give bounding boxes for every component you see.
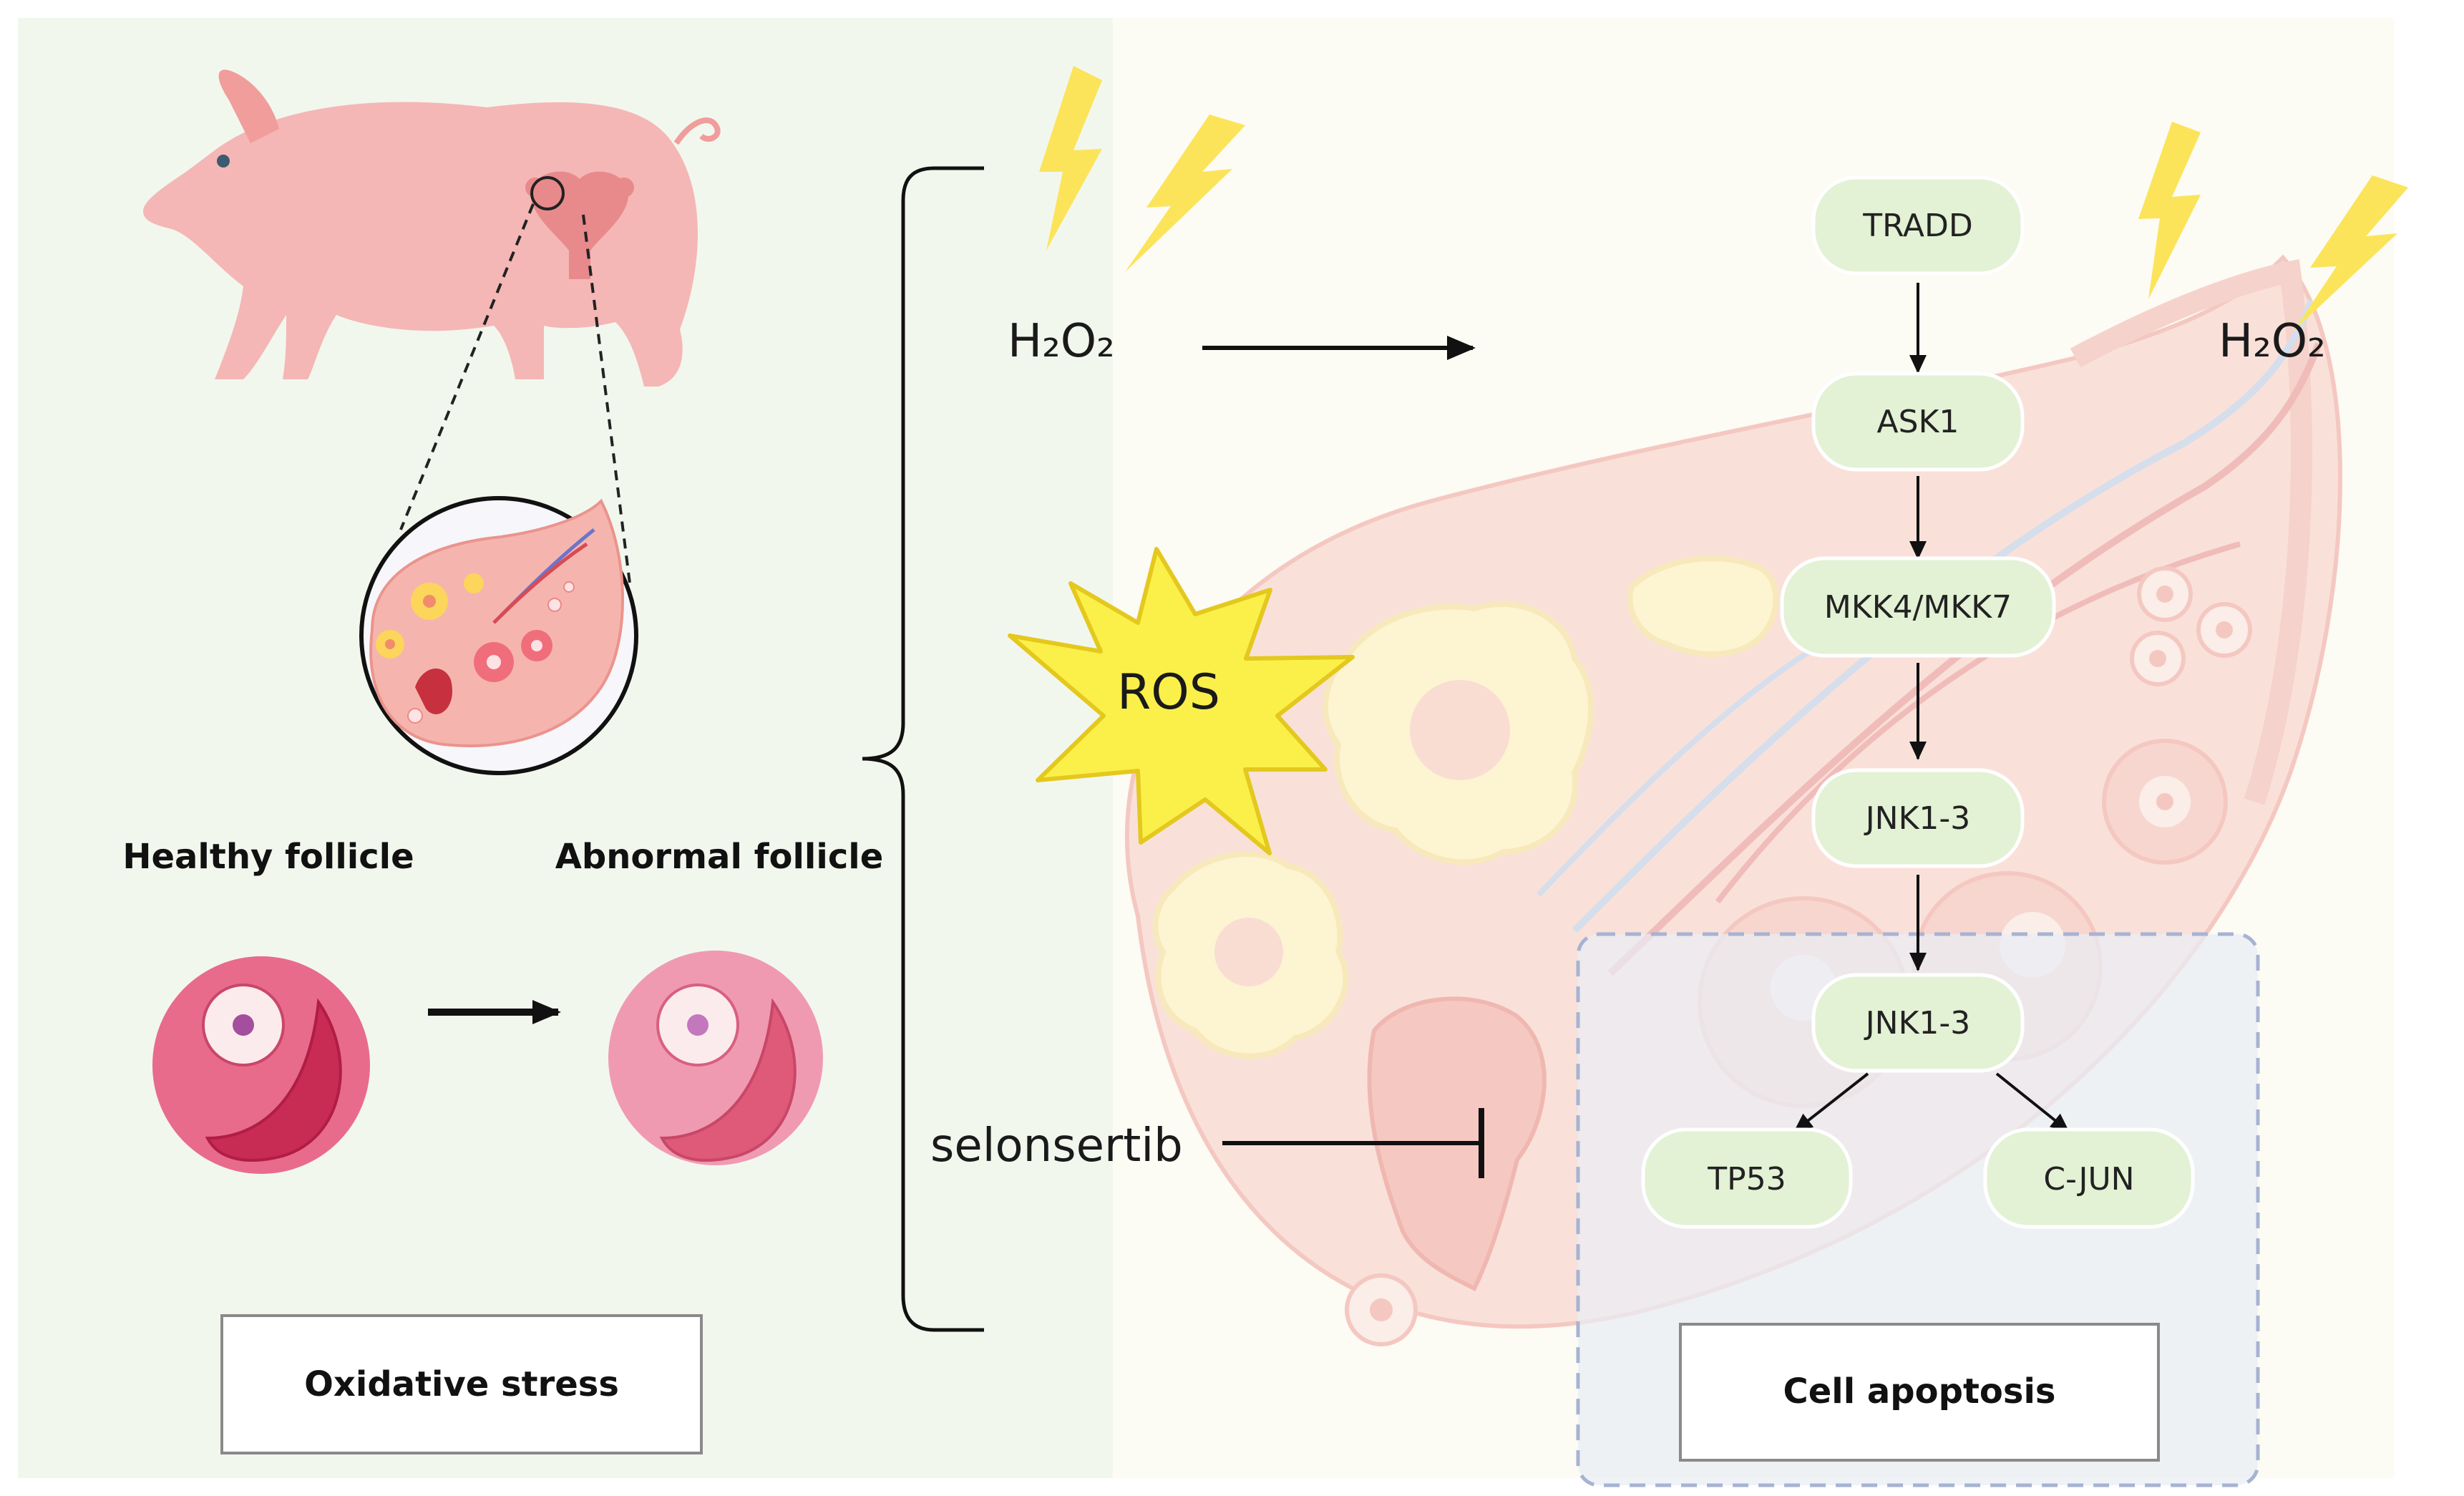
ros-burst: ROS [1008,547,1355,855]
lightning-icon-3 [2138,122,2201,299]
follicle-small-3 [2130,631,2186,686]
node-jnk-lower: JNK1-3 [1811,973,2025,1073]
zoom-dashed-line-1 [399,203,535,530]
curly-brace [862,166,984,1332]
svg-text:JNK1-3: JNK1-3 [1864,1005,1971,1041]
abnormal-follicle-icon [608,951,823,1165]
arrow-jnk-tp53 [1793,1072,1869,1132]
node-tp53: TP53 [1641,1127,1853,1229]
blood-vessel-blue [1572,299,2315,933]
svg-text:C-JUN: C-JUN [2043,1161,2134,1198]
lightning-icon-2 [1125,115,1245,272]
cell-apoptosis-label: Cell apoptosis [1783,1371,2056,1412]
follicle-bottom [1345,1273,1418,1346]
corpus-luteum-1-core [1410,680,1510,780]
node-mkk4-mkk7: MKK4/MKK7 [1780,556,2056,658]
ovary-zoom-circle [359,496,638,775]
node-tradd: TRADD [1811,175,2025,276]
pig-illustration [143,69,721,387]
h2o2-left-label: H₂O₂ [1008,315,1115,368]
arrow-jnk-cjun [1995,1072,2070,1132]
oxidative-stress-label: Oxidative stress [304,1364,619,1404]
lightning-icon-4 [2294,175,2408,331]
node-jnk-upper: JNK1-3 [1811,768,2025,868]
uterus-icon [525,171,634,279]
selonsertib-label: selonsertib [930,1119,1183,1172]
ros-label: ROS [1117,664,1220,721]
svg-text:ASK1: ASK1 [1877,404,1959,440]
pig-eye [217,155,230,167]
lightning-icon-1 [1039,66,1102,251]
corpus-luteum-3 [1627,555,1779,657]
pig-ear [218,69,279,143]
healthy-follicle-icon [152,956,370,1174]
pig-tail [673,117,721,145]
follicle-small-1 [2137,566,2193,622]
corpus-luteum-2-core [1214,918,1283,986]
ovary-magnify-spot [530,176,565,210]
cell-apoptosis-box [1679,1323,2160,1462]
node-cjun: C-JUN [1983,1127,2195,1229]
follicle-small-2 [2196,602,2252,658]
svg-text:TP53: TP53 [1707,1161,1786,1198]
follicle-medium [2102,739,2228,865]
zoom-dashed-line-2 [582,214,631,584]
healthy-follicle-label: Healthy follicle [122,837,414,877]
svg-text:MKK4/MKK7: MKK4/MKK7 [1824,589,2012,626]
oxidative-stress-box [220,1314,703,1454]
h2o2-right-label: H₂O₂ [2219,315,2326,368]
svg-text:TRADD: TRADD [1862,208,1973,244]
abnormal-follicle-label: Abnormal follicle [555,837,884,877]
node-ask1: ASK1 [1811,371,2025,472]
svg-text:JNK1-3: JNK1-3 [1864,800,1971,837]
blood-vessel-red-1 [1607,342,2322,976]
